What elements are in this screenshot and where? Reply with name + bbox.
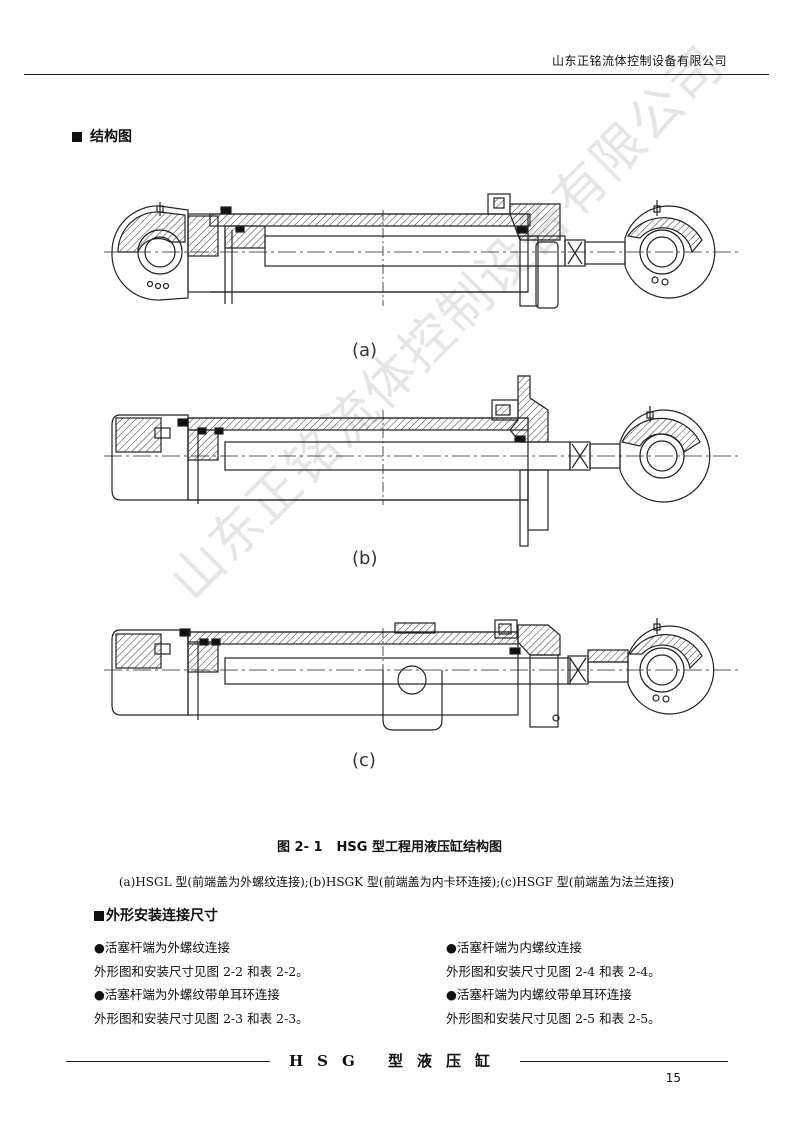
drawing-b bbox=[104, 375, 740, 547]
right-column: ●活塞杆端为内螺纹连接 外形图和安装尺寸见图 2-4 和表 2-4。 ●活塞杆端… bbox=[446, 936, 661, 1030]
list-item: 外形图和安装尺寸见图 2-5 和表 2-5。 bbox=[446, 1010, 661, 1026]
figure-number: 图 2- 1 bbox=[277, 840, 323, 855]
figure-title: 图 2- 1 HSG 型工程用液压缸结构图 bbox=[0, 836, 793, 855]
drawing-a-label: (a) bbox=[352, 340, 377, 361]
figure-caption: (a)HSGL 型(前端盖为外螺纹连接);(b)HSGK 型(前端盖为内卡环连接… bbox=[118, 875, 675, 889]
footer-rule-left bbox=[66, 1061, 270, 1062]
drawing-b-label: (b) bbox=[352, 548, 377, 569]
footer-rule-right bbox=[520, 1061, 728, 1062]
drawing-a bbox=[104, 193, 740, 309]
figure-title-text: HSG 型工程用液压缸结构图 bbox=[336, 840, 502, 855]
list-item: 外形图和安装尺寸见图 2-2 和表 2-2。 bbox=[94, 963, 309, 979]
page-number: 15 bbox=[665, 1071, 681, 1085]
section-dimensions-heading: 外形安装连接尺寸 bbox=[94, 905, 218, 925]
list-item: ●活塞杆端为内螺纹连接 bbox=[446, 940, 582, 955]
list-item: ●活塞杆端为外螺纹带单耳环连接 bbox=[94, 987, 280, 1002]
cylinder-structure-drawings: (a) bbox=[104, 193, 740, 771]
list-item: ●活塞杆端为内螺纹带单耳环连接 bbox=[446, 987, 632, 1002]
drawing-c-label: (c) bbox=[352, 750, 376, 771]
square-bullet-icon bbox=[72, 132, 82, 142]
company-name: 山东正铭流体控制设备有限公司 bbox=[551, 54, 727, 68]
square-bullet-icon bbox=[94, 911, 104, 921]
footer-title: HSG 型液压缸 bbox=[288, 1052, 505, 1070]
list-item: ●活塞杆端为外螺纹连接 bbox=[94, 940, 230, 955]
left-column: ●活塞杆端为外螺纹连接 外形图和安装尺寸见图 2-2 和表 2-2。 ●活塞杆端… bbox=[94, 936, 309, 1030]
list-item: 外形图和安装尺寸见图 2-4 和表 2-4。 bbox=[446, 963, 661, 979]
section-structure-heading: 结构图 bbox=[72, 126, 132, 146]
list-item: 外形图和安装尺寸见图 2-3 和表 2-3。 bbox=[94, 1010, 309, 1026]
drawing-c bbox=[104, 618, 740, 731]
header-rule bbox=[24, 74, 769, 75]
section-structure-title: 结构图 bbox=[90, 129, 132, 145]
section-dimensions-title: 外形安装连接尺寸 bbox=[106, 908, 218, 924]
